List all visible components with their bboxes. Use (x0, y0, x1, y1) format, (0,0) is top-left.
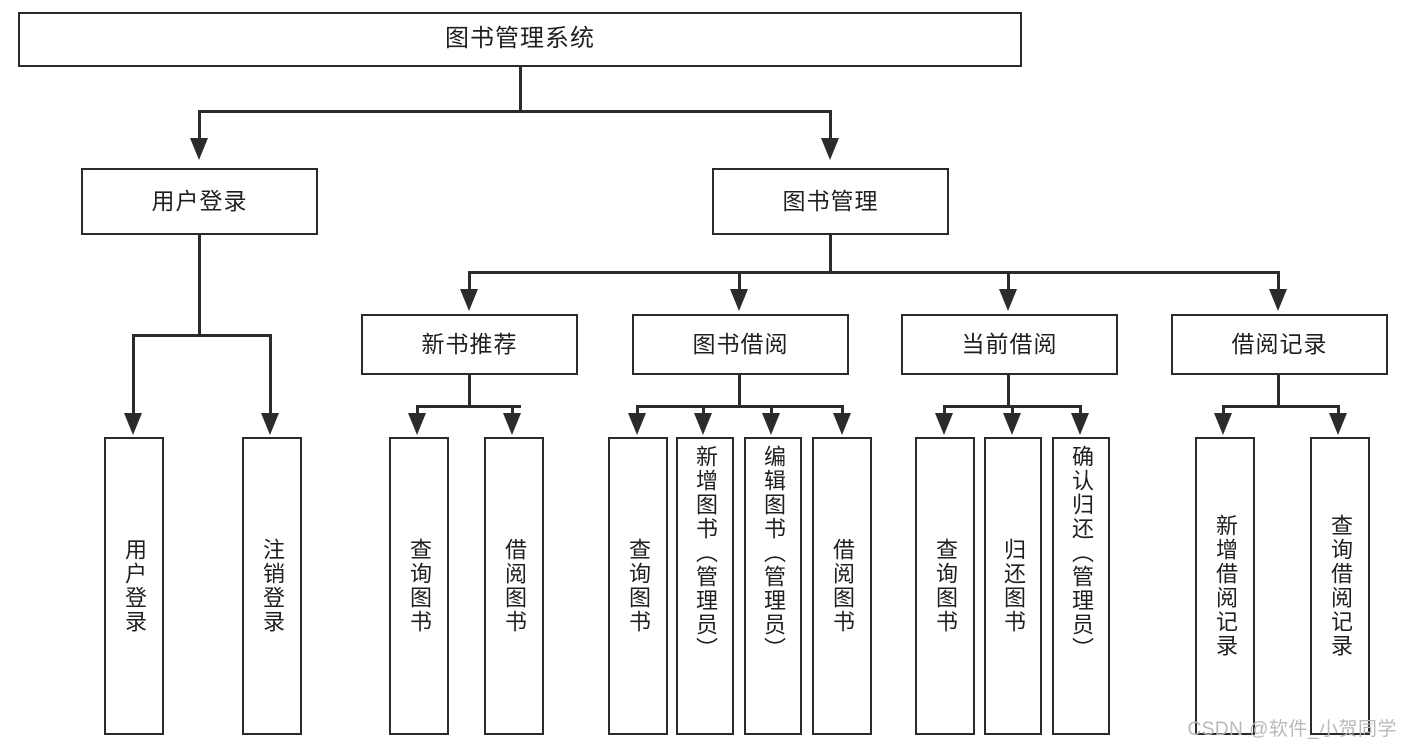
leaf-user-login-label: 用户登录 (121, 538, 147, 634)
arrow-newbook-to-leaf1 (408, 413, 426, 435)
arrow-login-to-leaf1 (124, 413, 142, 435)
arrow-record-to-leaf2 (1329, 413, 1347, 435)
connector-record-to-leaf1 (1222, 405, 1225, 415)
connector-login-to-leaf1 (132, 334, 135, 415)
leaf-query-book-newbook[interactable]: 查询图书 (389, 437, 449, 735)
connector-newbook-to-leaf1 (416, 405, 419, 415)
node-borrow-record[interactable]: 借阅记录 (1171, 314, 1388, 375)
arrow-borrow-to-leaf4 (833, 413, 851, 435)
connector-login-to-leaf2 (269, 334, 272, 415)
leaf-query-book-borrow[interactable]: 查询图书 (608, 437, 668, 735)
watermark-text: CSDN @软件_小贺同学 (1187, 719, 1397, 740)
connector-login-bus (132, 334, 271, 337)
leaf-return-book[interactable]: 归还图书 (984, 437, 1042, 735)
connector-root-stem (519, 67, 522, 112)
arrow-login-to-leaf2 (261, 413, 279, 435)
node-user-login[interactable]: 用户登录 (81, 168, 318, 235)
connector-borrow-to-leaf3 (770, 405, 773, 415)
node-root[interactable]: 图书管理系统 (18, 12, 1022, 67)
connector-record-bus (1222, 405, 1338, 408)
arrow-record-to-leaf1 (1214, 413, 1232, 435)
leaf-query-borrow-record[interactable]: 查询借阅记录 (1310, 437, 1370, 735)
connector-record-to-leaf2 (1337, 405, 1340, 415)
arrow-current-to-leaf2 (1003, 413, 1021, 435)
connector-current-to-leaf1 (943, 405, 946, 415)
connector-bookmgmt-to-newbook (468, 271, 471, 291)
leaf-confirm-return-admin[interactable]: 确认归还（管理员） (1052, 437, 1110, 735)
leaf-borrow-book-newbook[interactable]: 借阅图书 (484, 437, 544, 735)
leaf-query-book-newbook-label: 查询图书 (406, 538, 432, 634)
leaf-borrow-book-borrow-label: 借阅图书 (829, 538, 855, 634)
leaf-query-book-borrow-label: 查询图书 (625, 538, 651, 634)
node-current-borrow[interactable]: 当前借阅 (901, 314, 1118, 375)
leaf-add-borrow-record-label: 新增借阅记录 (1212, 514, 1238, 658)
connector-bookmgmt-stem (829, 235, 832, 273)
node-book-borrow[interactable]: 图书借阅 (632, 314, 849, 375)
arrow-bookmgmt-to-newbook (460, 289, 478, 311)
arrow-bookmgmt-to-record (1269, 289, 1287, 311)
connector-current-to-leaf2 (1011, 405, 1014, 415)
node-book-management-label: 图书管理 (782, 187, 879, 214)
connector-bookmgmt-to-current (1007, 271, 1010, 291)
leaf-confirm-return-admin-label: 确认归还（管理员） (1068, 445, 1094, 661)
connector-current-to-leaf3 (1079, 405, 1082, 415)
leaf-borrow-book-borrow[interactable]: 借阅图书 (812, 437, 872, 735)
leaf-add-book-admin-label: 新增图书（管理员） (692, 445, 718, 661)
connector-root-to-bookmgmt (829, 110, 832, 138)
leaf-return-book-label: 归还图书 (1000, 538, 1026, 634)
arrow-root-to-bookmgmt (821, 138, 839, 160)
arrow-borrow-to-leaf1 (628, 413, 646, 435)
connector-borrow-to-leaf4 (841, 405, 844, 415)
connector-borrow-to-leaf2 (702, 405, 705, 415)
arrow-bookmgmt-to-borrow (730, 289, 748, 311)
leaf-logout-label: 注销登录 (259, 538, 285, 634)
connector-newbook-bus (416, 405, 521, 408)
node-new-book-recommend[interactable]: 新书推荐 (361, 314, 578, 375)
connector-current-stem (1007, 375, 1010, 408)
connector-borrow-to-leaf1 (636, 405, 639, 415)
node-borrow-record-label: 借阅记录 (1231, 330, 1328, 357)
connector-root-to-login (198, 110, 201, 138)
leaf-logout[interactable]: 注销登录 (242, 437, 302, 735)
connector-bookmgmt-to-record (1277, 271, 1280, 291)
leaf-borrow-book-newbook-label: 借阅图书 (501, 538, 527, 634)
arrow-current-to-leaf1 (935, 413, 953, 435)
leaf-query-borrow-record-label: 查询借阅记录 (1327, 514, 1353, 658)
arrow-newbook-to-leaf2 (503, 413, 521, 435)
connector-login-stem (198, 235, 201, 337)
node-book-borrow-label: 图书借阅 (692, 330, 789, 357)
arrow-bookmgmt-to-current (999, 289, 1017, 311)
connector-bookmgmt-to-borrow (738, 271, 741, 291)
connector-newbook-to-leaf2 (511, 405, 514, 415)
connector-bookmgmt-bus (468, 271, 1280, 274)
arrow-borrow-to-leaf3 (762, 413, 780, 435)
leaf-query-book-current[interactable]: 查询图书 (915, 437, 975, 735)
arrow-current-to-leaf3 (1071, 413, 1089, 435)
leaf-query-book-current-label: 查询图书 (932, 538, 958, 634)
node-root-label: 图书管理系统 (445, 25, 595, 53)
leaf-add-book-admin[interactable]: 新增图书（管理员） (676, 437, 734, 735)
connector-borrow-bus (636, 405, 844, 408)
connector-record-stem (1277, 375, 1280, 408)
node-user-login-label: 用户登录 (151, 187, 248, 214)
node-new-book-recommend-label: 新书推荐 (421, 330, 518, 357)
leaf-add-borrow-record[interactable]: 新增借阅记录 (1195, 437, 1255, 735)
leaf-user-login[interactable]: 用户登录 (104, 437, 164, 735)
connector-root-bus (198, 110, 832, 113)
node-book-management[interactable]: 图书管理 (712, 168, 949, 235)
connector-borrow-stem (738, 375, 741, 408)
connector-newbook-stem (468, 375, 471, 408)
node-current-borrow-label: 当前借阅 (961, 330, 1058, 357)
arrow-borrow-to-leaf2 (694, 413, 712, 435)
arrow-root-to-login (190, 138, 208, 160)
leaf-edit-book-admin-label: 编辑图书（管理员） (760, 445, 786, 661)
leaf-edit-book-admin[interactable]: 编辑图书（管理员） (744, 437, 802, 735)
